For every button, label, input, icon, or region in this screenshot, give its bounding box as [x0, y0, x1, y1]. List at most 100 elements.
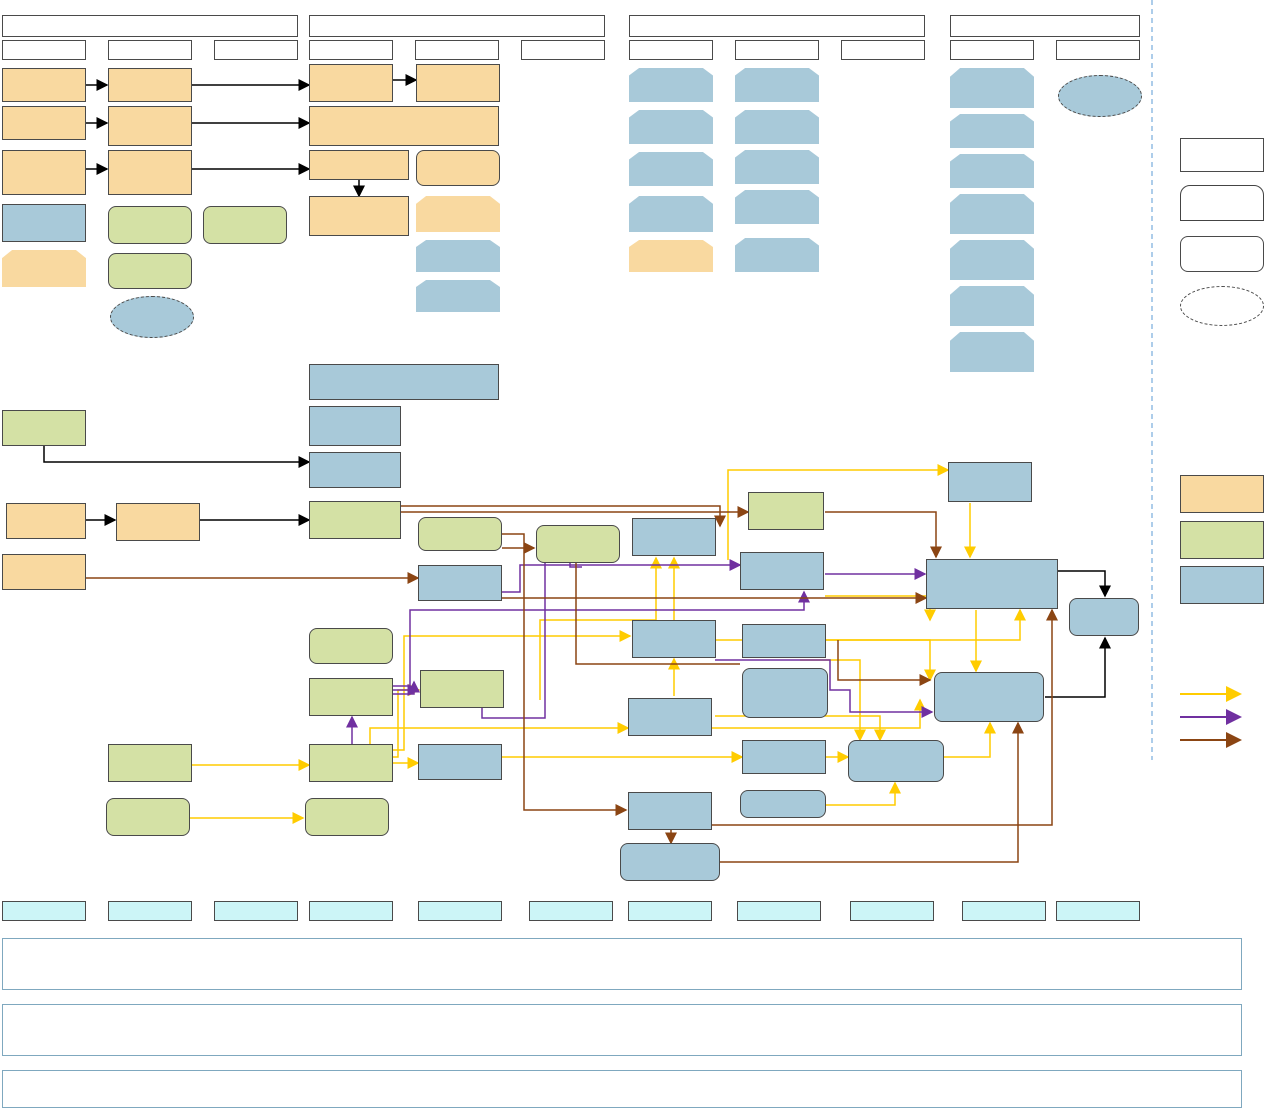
course-box [416, 280, 500, 312]
course-box [309, 744, 393, 782]
course-box [735, 110, 819, 144]
legend-shape-ellipse [1180, 286, 1264, 326]
course-box [629, 196, 713, 232]
credit-cell [737, 901, 821, 921]
course-box [418, 744, 502, 780]
course-box [108, 206, 192, 244]
course-box [632, 518, 716, 556]
course-box [628, 698, 712, 736]
credit-cell [108, 901, 192, 921]
course-box [950, 332, 1034, 372]
course-box [309, 106, 499, 146]
course-box [1069, 598, 1139, 636]
course-box [950, 194, 1034, 234]
semester-header [108, 40, 192, 60]
semester-header [735, 40, 819, 60]
course-box [418, 565, 502, 601]
course-box [2, 410, 86, 446]
course-box [416, 196, 500, 232]
course-box [950, 68, 1034, 108]
course-box [536, 525, 620, 563]
course-box [629, 110, 713, 144]
course-box [735, 238, 819, 272]
credit-cell [418, 901, 502, 921]
course-box [735, 190, 819, 224]
credit-cell [628, 901, 712, 921]
course-box [416, 150, 500, 186]
summary-panel [2, 1004, 1242, 1056]
semester-header [521, 40, 605, 60]
semester-header [415, 40, 499, 60]
semester-header [2, 40, 86, 60]
course-box [950, 240, 1034, 280]
year-4-header [950, 15, 1140, 37]
course-box [305, 798, 389, 836]
legend-swatch-major [1180, 566, 1264, 604]
course-box [2, 150, 86, 195]
course-box [6, 503, 86, 539]
course-box [950, 114, 1034, 148]
year-1-header [2, 15, 298, 37]
course-box [740, 552, 824, 590]
course-box [2, 554, 86, 590]
course-box [309, 150, 409, 180]
credit-cell [962, 901, 1046, 921]
course-box [948, 462, 1032, 502]
semester-header [629, 40, 713, 60]
course-box [108, 150, 192, 195]
course-box [628, 792, 712, 830]
course-box [735, 150, 819, 184]
course-box [116, 503, 200, 541]
credit-cell [214, 901, 298, 921]
course-box [309, 678, 393, 716]
elective-ellipse [1058, 75, 1142, 117]
course-box [632, 620, 716, 658]
course-box [108, 253, 192, 289]
course-box [309, 406, 401, 446]
summary-panel [2, 1070, 1242, 1108]
year-3-header [629, 15, 925, 37]
legend-shape-rounded [1180, 236, 1264, 272]
course-box [950, 286, 1034, 326]
elective-ellipse [110, 296, 194, 338]
credit-cell [529, 901, 613, 921]
course-box [629, 68, 713, 102]
course-box [2, 250, 86, 287]
course-box [309, 364, 499, 400]
course-box [2, 68, 86, 102]
course-box [106, 798, 190, 836]
course-box [620, 843, 720, 881]
semester-header [309, 40, 393, 60]
credit-cell [2, 901, 86, 921]
course-box [934, 672, 1044, 722]
course-box [950, 154, 1034, 188]
course-box [848, 740, 944, 782]
course-box [108, 106, 192, 146]
course-box [748, 492, 824, 530]
course-box [629, 152, 713, 186]
course-box [926, 559, 1058, 609]
course-box [2, 204, 86, 242]
credit-cell [309, 901, 393, 921]
legend-shape-rect [1180, 138, 1264, 172]
semester-header [950, 40, 1034, 60]
credit-cell [1056, 901, 1140, 921]
course-box [203, 206, 287, 244]
course-box [309, 196, 409, 236]
semester-header [841, 40, 925, 60]
course-box [742, 740, 826, 774]
legend-swatch-plan [1180, 475, 1264, 513]
course-box [309, 628, 393, 664]
summary-panel [2, 938, 1242, 990]
course-box [108, 744, 192, 782]
course-box [740, 790, 826, 818]
semester-header [214, 40, 298, 60]
credit-cell [850, 901, 934, 921]
legend-shape-oct [1180, 185, 1264, 221]
course-box [629, 240, 713, 272]
course-box [309, 452, 401, 488]
course-box [309, 64, 393, 102]
course-box [309, 501, 401, 539]
